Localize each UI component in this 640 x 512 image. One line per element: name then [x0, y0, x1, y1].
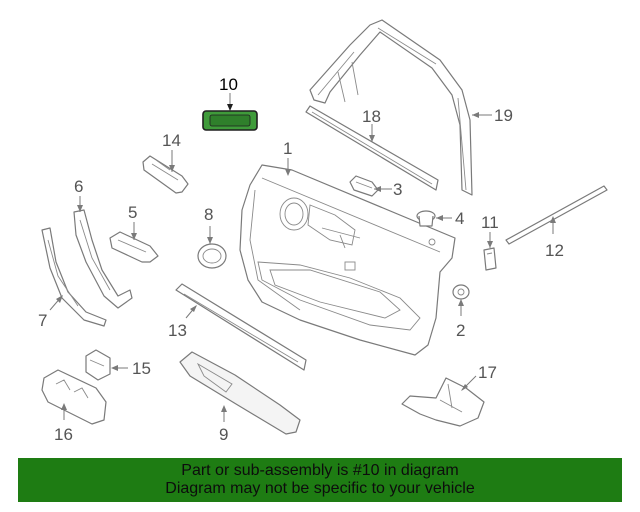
part-17-bracket	[401, 377, 485, 427]
part-7-outer-strip	[41, 227, 107, 327]
callout-4: 4	[455, 209, 464, 228]
part-8-speaker-grille	[197, 243, 227, 269]
callout-1: 1	[283, 139, 292, 158]
callout-17: 17	[478, 363, 497, 382]
part-3-bracket	[349, 175, 379, 197]
part-1-door-trim-panel	[239, 164, 456, 356]
part-2-grommet	[452, 284, 470, 300]
part-16-switch-block	[41, 369, 107, 425]
callout-10: 10	[219, 75, 238, 94]
callout-3: 3	[393, 180, 402, 199]
part-10-highlighted	[202, 110, 258, 131]
part-4-clip	[416, 210, 436, 227]
part-13-lower-strip	[175, 283, 307, 371]
part-6-curved-trim	[73, 209, 133, 309]
callout-15: 15	[132, 359, 151, 378]
callout-2: 2	[456, 321, 465, 340]
callout-18: 18	[362, 107, 381, 126]
callout-14: 14	[162, 131, 181, 150]
callout-6: 6	[74, 177, 83, 196]
banner-line-2: Diagram may not be specific to your vehi…	[165, 480, 475, 497]
part-9-armrest	[179, 351, 301, 435]
parts-diagram: 19 18 10 14 1 3	[38, 19, 608, 444]
callout-5: 5	[128, 203, 137, 222]
part-19-window-frame	[309, 19, 473, 196]
part-15-switch	[85, 349, 111, 381]
part-12-trim-rod	[505, 185, 608, 245]
callout-7: 7	[38, 311, 47, 330]
part-18-window-seal	[305, 105, 439, 191]
callout-16: 16	[54, 425, 73, 444]
callout-8: 8	[204, 205, 213, 224]
part-11-push-clip	[483, 247, 497, 271]
callout-13: 13	[168, 321, 187, 340]
info-banner: Part or sub-assembly is #10 in diagram D…	[18, 458, 622, 502]
callout-9: 9	[219, 425, 228, 444]
part-5-switch-unit	[109, 231, 159, 263]
part-14-switch-panel	[142, 155, 189, 194]
callout-11: 11	[481, 213, 499, 232]
banner-line-1: Part or sub-assembly is #10 in diagram	[181, 462, 459, 479]
callout-19: 19	[494, 106, 513, 125]
callout-12: 12	[545, 241, 564, 260]
